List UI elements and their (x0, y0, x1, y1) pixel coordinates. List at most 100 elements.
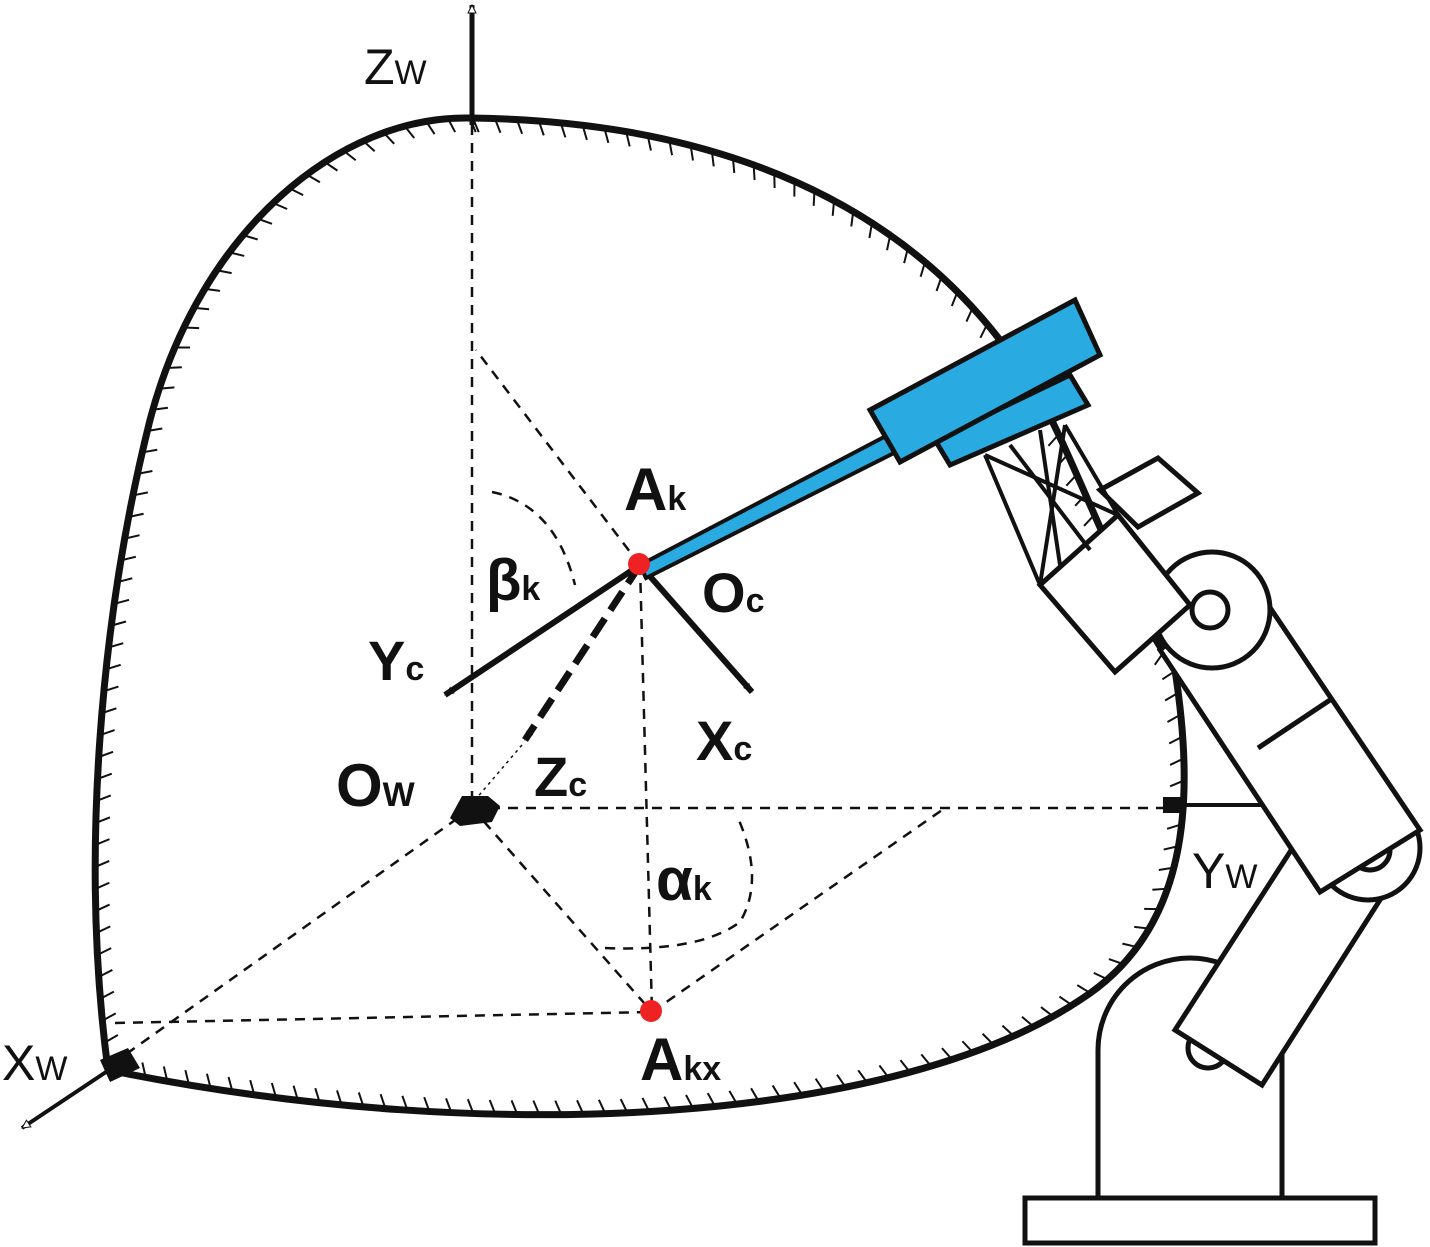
beta-k-label: βk (486, 548, 540, 613)
hatch-mark (117, 577, 133, 584)
hatch-mark (1168, 735, 1184, 745)
robot-base-plate (1022, 1195, 1378, 1246)
hatch-mark (1152, 887, 1168, 891)
hatch-mark (425, 120, 436, 135)
hatch-mark (1122, 942, 1138, 949)
hatch-mark (105, 663, 121, 671)
hatch-mark (850, 211, 855, 227)
hatch-mark (343, 150, 357, 162)
yw-label: YW (1192, 843, 1257, 899)
hatch-mark (242, 234, 258, 241)
hatch-mark (101, 1012, 117, 1022)
xw-to-akx-dashed (114, 1010, 653, 1025)
hatch-mark (710, 151, 715, 167)
hatch-mark (132, 491, 149, 497)
hatch-mark (336, 1090, 343, 1106)
hatch-mark (646, 135, 652, 151)
hatch-mark (162, 1066, 169, 1082)
hatch-mark (357, 1092, 365, 1108)
hatch-mark (1076, 984, 1091, 994)
zc-axis-extension (474, 744, 523, 801)
hatch-mark (920, 1053, 932, 1067)
hatch-mark (750, 1087, 760, 1102)
alpha-k-label: αk (656, 846, 712, 913)
hatch-mark (1058, 995, 1073, 1007)
zc-label: Zc (534, 745, 587, 808)
xc-label: Xc (696, 709, 752, 772)
xw-corner-mark (100, 1048, 140, 1082)
hatch-mark (403, 125, 415, 139)
hatch-mark (935, 276, 943, 292)
wrist-flange (1095, 454, 1203, 531)
hatch-mark (95, 838, 110, 846)
hatch-mark (1166, 713, 1182, 723)
hatch-mark (941, 1047, 953, 1061)
hatch-mark (383, 132, 395, 145)
boundary-hatch-marks (94, 117, 1185, 1116)
hatch-mark (1169, 779, 1185, 788)
hatch-mark (668, 140, 674, 156)
ak-label: Ak (624, 456, 686, 523)
hatch-mark (559, 122, 567, 138)
hatch-mark (292, 1085, 299, 1101)
zc-axis-arrow (522, 563, 643, 742)
hatch-mark (1065, 473, 1078, 487)
hatch-mark (685, 1094, 695, 1109)
hatch-mark (510, 1100, 519, 1115)
hatch-mark (663, 1096, 673, 1111)
hatch-mark (99, 729, 115, 736)
hatch-mark (142, 448, 158, 454)
hatch-mark (903, 248, 909, 264)
robot-arm (983, 423, 1424, 1246)
hatch-mark (950, 291, 959, 307)
hatch-mark (183, 326, 200, 330)
hatch-mark (141, 1062, 147, 1078)
hatch-mark (981, 1033, 995, 1046)
hatch-mark (94, 860, 110, 868)
hatch-mark (124, 534, 140, 540)
hatch-mark (104, 1034, 119, 1044)
hatch-mark (1093, 971, 1108, 981)
hatch-mark (537, 120, 545, 136)
hatch-mark (98, 750, 114, 758)
hatch-mark (362, 140, 376, 153)
hatch-mark (193, 306, 210, 311)
hatch-mark (752, 164, 756, 181)
hatch-mark (152, 406, 169, 411)
hatch-mark (979, 323, 989, 339)
hatch-mark (532, 1100, 541, 1116)
hatch-mark (159, 386, 175, 390)
hatch-mark (96, 794, 112, 802)
hatch-mark (216, 269, 232, 275)
hatch-mark (205, 1073, 212, 1089)
hatch-mark (919, 261, 926, 277)
hatch-mark (314, 1087, 321, 1103)
hatch-mark (96, 925, 111, 934)
hatch-mark (1083, 514, 1096, 527)
hatch-mark (603, 127, 610, 144)
ow-to-xw-dashed (114, 806, 473, 1064)
hatch-mark (961, 1040, 974, 1054)
camera-axes (443, 562, 755, 801)
ow-origin-mark (450, 796, 500, 826)
hatch-mark (857, 1069, 868, 1084)
hatch-mark (1169, 757, 1185, 766)
hatch-mark (111, 620, 127, 627)
hatch-mark (836, 1074, 847, 1088)
hatch-mark (99, 990, 115, 1000)
hatch-mark (728, 1090, 738, 1105)
workspace-outline (91, 114, 1188, 1119)
diagram-labels: ZW XW YW OW Ak Akx Oc Xc Yc Zc βk αk (2, 39, 1257, 1093)
beta-angle-arc (491, 490, 577, 586)
hatch-mark (793, 1081, 804, 1096)
akx-label: Akx (640, 1026, 721, 1093)
hatch-mark (101, 707, 117, 715)
hatch-mark (731, 157, 736, 174)
hatch-mark (899, 1059, 911, 1073)
hatch-mark (771, 1084, 782, 1099)
camera-body (866, 296, 1104, 466)
hatch-mark (814, 1078, 825, 1092)
hatch-mark (625, 131, 631, 147)
hatch-mark (98, 969, 113, 978)
